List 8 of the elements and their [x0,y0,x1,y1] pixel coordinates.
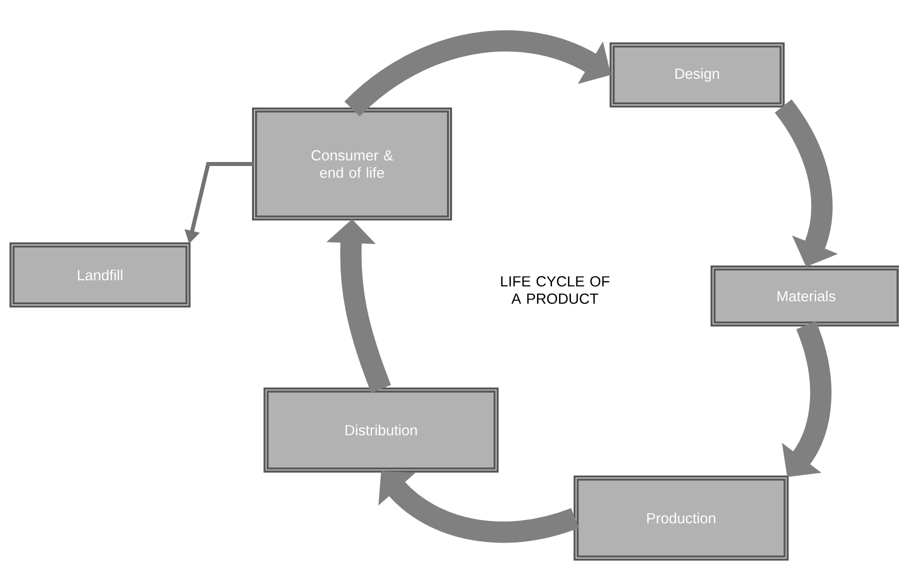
process-box: Distribution [264,387,499,473]
process-box: Production [574,476,789,561]
title: LIFE CYCLE OF A PRODUCT [501,276,610,304]
process-box: Landfill [9,242,191,308]
process-box: Materials [710,265,899,327]
process-box: Design [610,42,785,108]
process-box: Consumer & end of life [252,107,452,221]
arrow [378,471,579,543]
